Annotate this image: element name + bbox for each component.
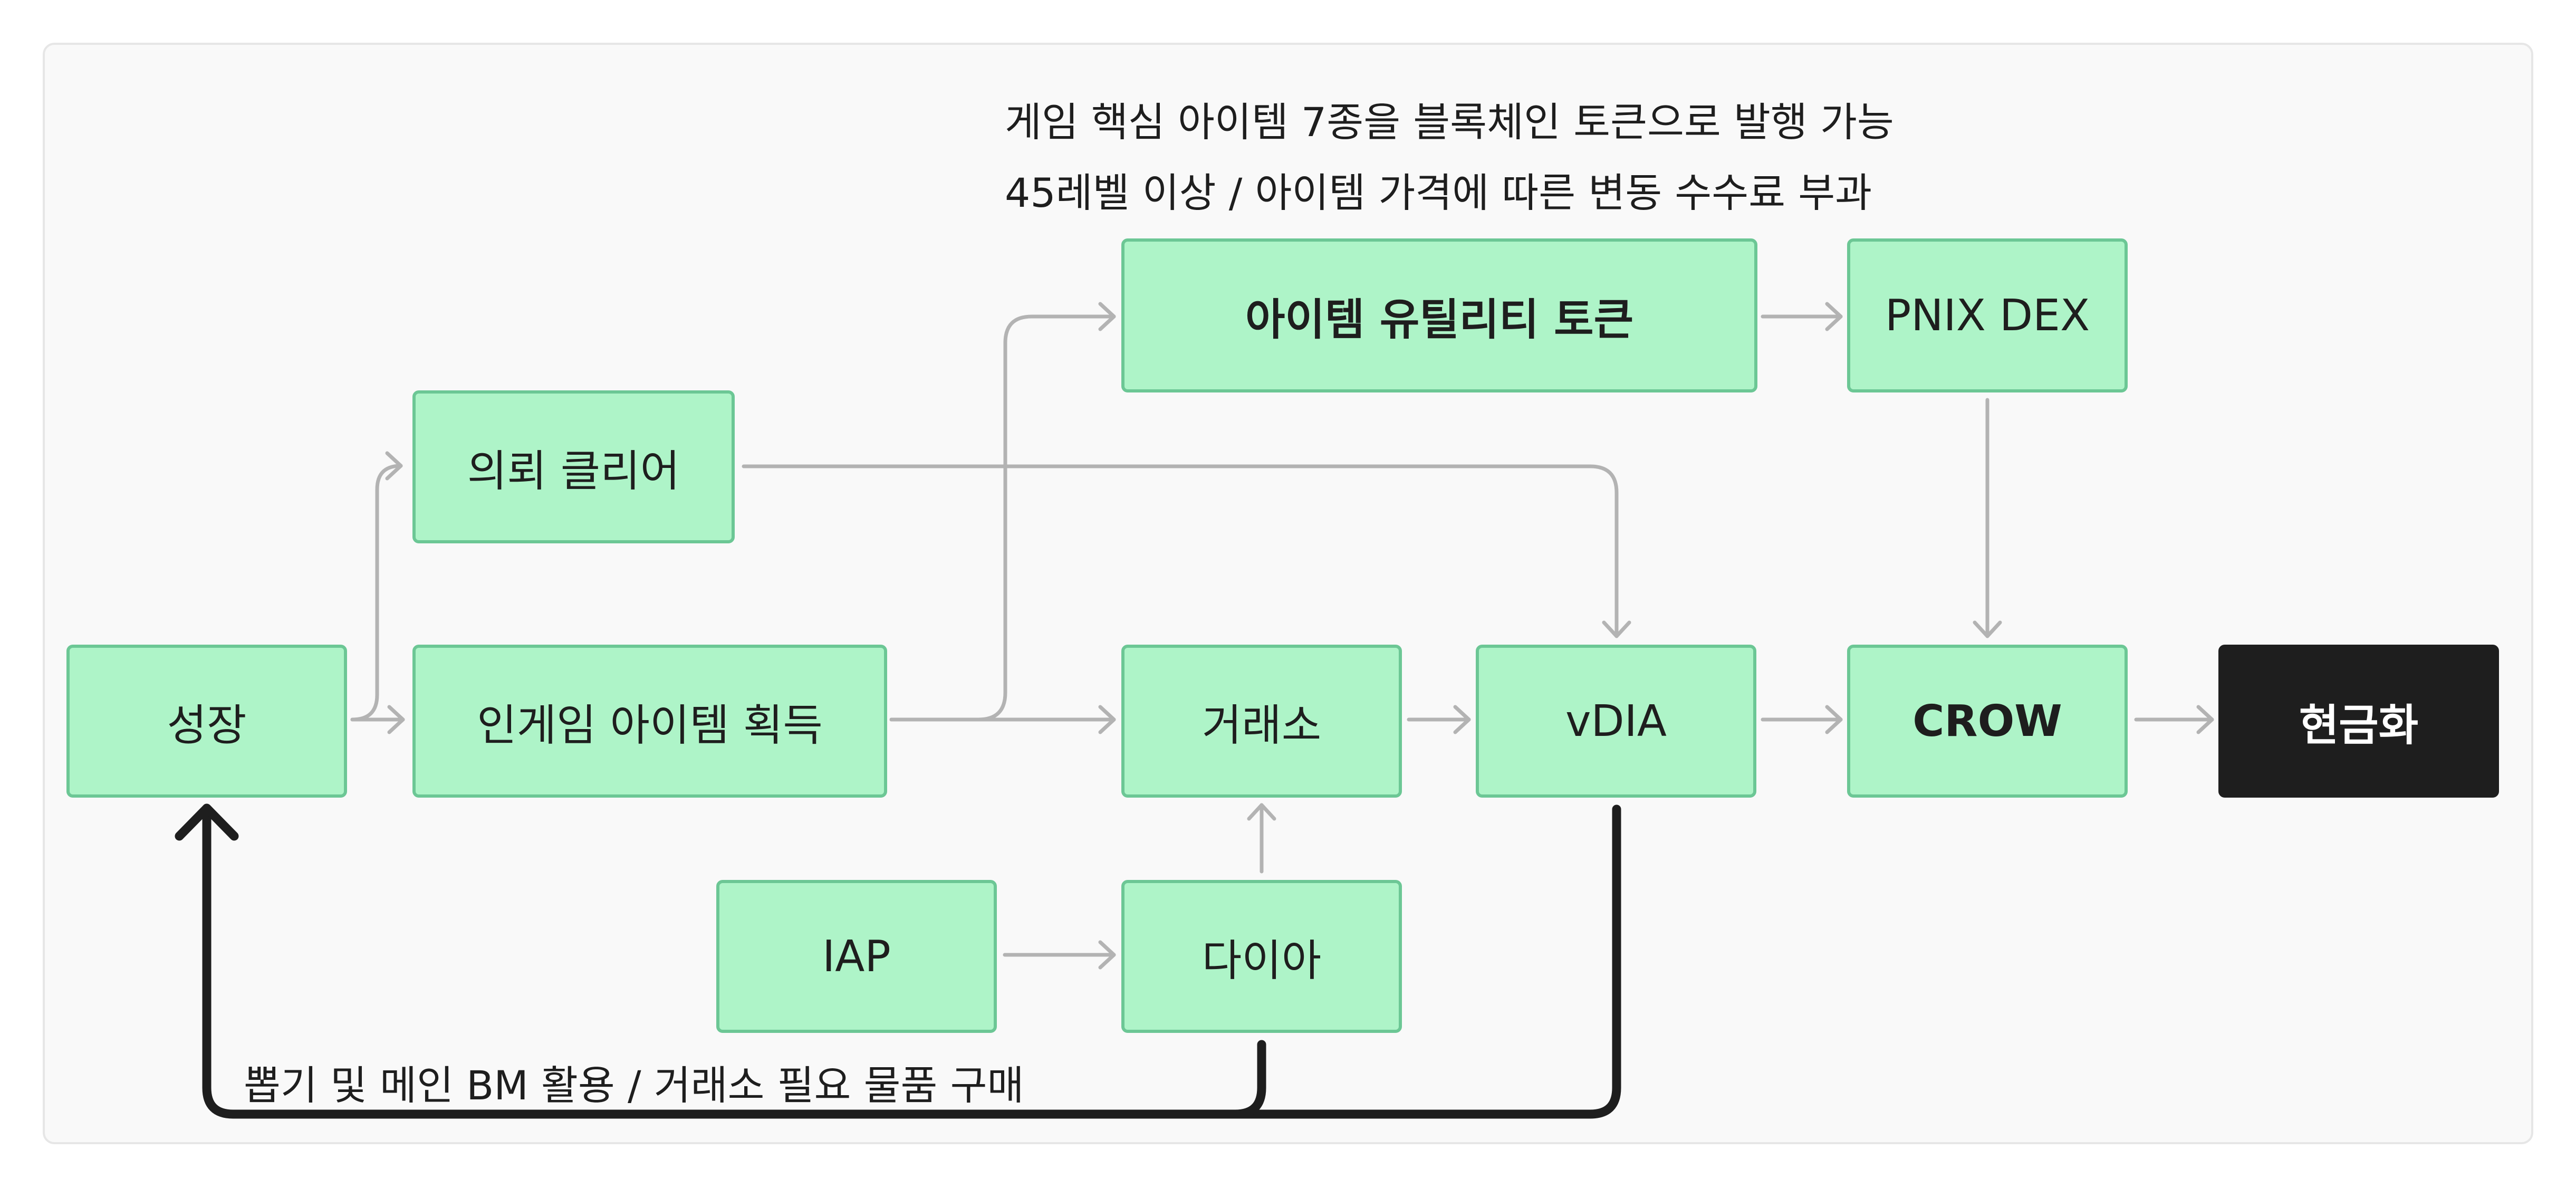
arrowhead-crow-top	[1973, 620, 2002, 638]
node-ingame-item-acquire-label: 인게임 아이템 획득	[477, 700, 823, 751]
node-dia-label: 다이아	[1202, 935, 1322, 986]
node-vdia: vDIA	[1476, 645, 1756, 798]
node-quest-clear-label: 의뢰 클리어	[467, 446, 680, 496]
arrowhead-token	[1098, 302, 1116, 331]
arrowhead-crow-left	[1825, 705, 1843, 734]
arrowhead-quest	[385, 451, 403, 481]
arrowhead-vdia-left	[1453, 705, 1471, 734]
node-exchange-label: 거래소	[1202, 700, 1322, 751]
node-growth-label: 성장	[167, 700, 247, 751]
annotation-token-line2: 45레벨 이상 / 아이템 가격에 따른 변동 수수료 부과	[1005, 169, 1872, 216]
node-vdia-label: vDIA	[1565, 696, 1667, 746]
arrowhead-ingame	[387, 705, 405, 734]
node-item-utility-token: 아이템 유틸리티 토큰	[1121, 238, 1757, 392]
loop-dia-merge	[1231, 1040, 1266, 1119]
arrowhead-vdia-top	[1602, 620, 1631, 638]
node-dia: 다이아	[1121, 880, 1402, 1033]
node-growth: 성장	[66, 645, 347, 798]
node-pnix-dex-label: PNIX DEX	[1885, 290, 2090, 341]
node-cash-out-label: 현금화	[2299, 700, 2419, 751]
node-crow: CROW	[1847, 645, 2128, 798]
arrowhead-pnix	[1825, 302, 1843, 331]
node-iap-label: IAP	[822, 931, 891, 982]
loop-vdia-to-growth	[202, 804, 1621, 1119]
node-quest-clear: 의뢰 클리어	[412, 390, 735, 543]
node-crow-label: CROW	[1912, 696, 2062, 746]
arrowhead-dia	[1098, 940, 1116, 970]
arrowhead-exchange	[1098, 705, 1116, 734]
arrowhead-exchange-bottom	[1247, 803, 1276, 821]
annotation-bottom: 뽑기 및 메인 BM 활용 / 거래소 필요 물품 구매	[244, 1062, 1024, 1109]
arrowhead-growth-loop	[175, 803, 239, 841]
node-exchange: 거래소	[1121, 645, 1402, 798]
annotation-token-line1: 게임 핵심 아이템 7종을 블록체인 토큰으로 발행 가능	[1005, 99, 1894, 146]
edge-growth-to-quest	[350, 464, 403, 722]
arrowhead-cashout	[2196, 705, 2214, 734]
edge-quest-to-vdia	[742, 464, 1619, 638]
node-ingame-item-acquire: 인게임 아이템 획득	[412, 645, 887, 798]
node-item-utility-token-label: 아이템 유틸리티 토큰	[1245, 294, 1634, 345]
node-iap: IAP	[716, 880, 997, 1033]
node-pnix-dex: PNIX DEX	[1847, 238, 2128, 392]
node-cash-out: 현금화	[2218, 645, 2499, 798]
edge-ingame-to-token	[889, 314, 1116, 722]
